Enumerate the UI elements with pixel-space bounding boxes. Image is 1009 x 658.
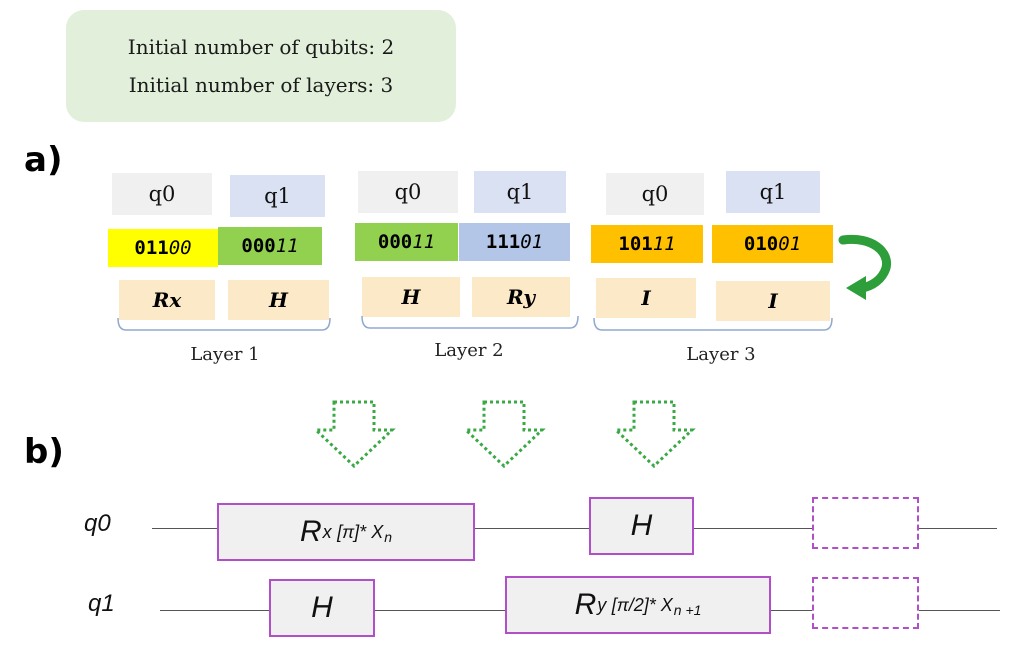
- layer3-label: Layer 3: [686, 344, 756, 365]
- q1-h-gate: H: [269, 579, 375, 637]
- layer3-q1-label: q1: [726, 171, 820, 213]
- layer1-q1-label: q1: [230, 175, 325, 217]
- section-a-label: a): [24, 140, 63, 180]
- layers-count-text: Initial number of layers: 3: [128, 73, 394, 97]
- layer1-label: Layer 1: [190, 344, 260, 365]
- layer2-q1-label: q1: [474, 171, 566, 213]
- q1-wire-label: q1: [88, 590, 115, 617]
- layer3-q0-gate: I: [596, 278, 696, 318]
- layer2-q1-gate: Ry: [472, 277, 570, 317]
- layer3-q0-label: q0: [606, 173, 704, 215]
- layer2-label: Layer 2: [434, 340, 504, 361]
- layer1-q0-gate: Rx: [119, 280, 215, 320]
- layer1-q1-gate: H: [228, 280, 329, 320]
- q0-h-gate: H: [589, 497, 694, 555]
- layer3-bracket: [593, 317, 833, 331]
- qubits-count-text: Initial number of qubits: 2: [127, 35, 395, 59]
- down-arrow-icon-1: [312, 400, 396, 469]
- q0-wire-label: q0: [84, 510, 111, 537]
- layer1-bracket: [117, 317, 331, 331]
- layer2-bracket: [361, 315, 579, 329]
- info-box: Initial number of qubits: 2 Initial numb…: [66, 10, 456, 122]
- layer2-q0-gate: H: [362, 277, 460, 317]
- section-b-label: b): [24, 432, 64, 472]
- layer3-q1-gate: I: [716, 281, 830, 321]
- q1-empty-gate-slot: [812, 577, 919, 629]
- q0-empty-gate-slot: [812, 497, 919, 549]
- layer1-q0-label: q0: [112, 173, 212, 215]
- down-arrow-icon-2: [462, 400, 546, 469]
- down-arrow-icon-3: [612, 400, 696, 469]
- loop-arrow-icon: [838, 234, 892, 300]
- q0-wire: [152, 528, 997, 529]
- layer2-q0-label: q0: [358, 171, 458, 213]
